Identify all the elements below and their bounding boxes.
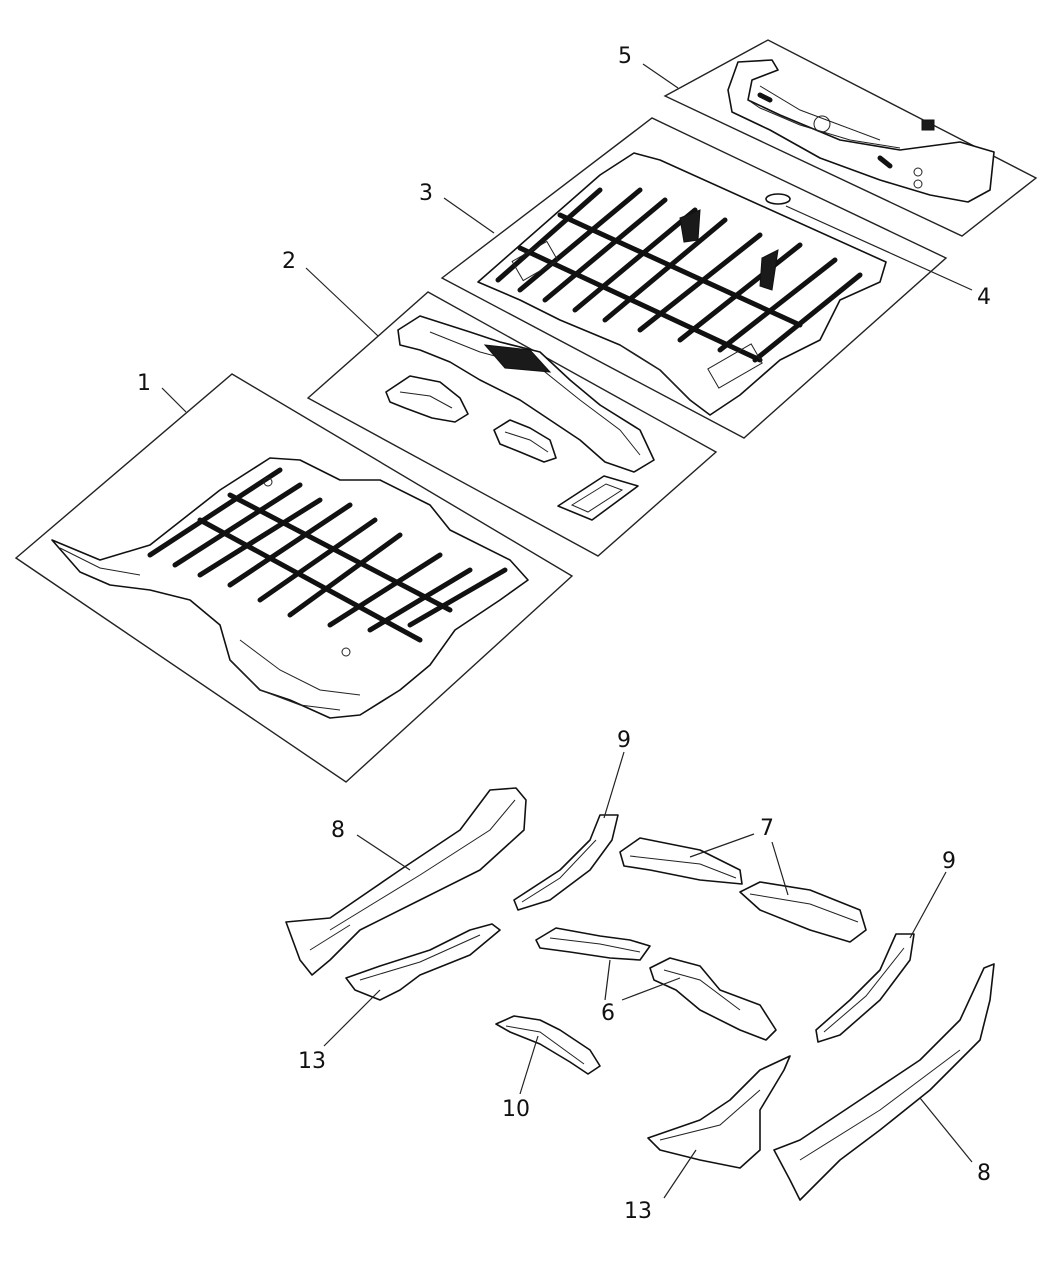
part-bracket-6a [535, 927, 651, 961]
callout-9-left: 9 [617, 728, 631, 753]
part-rear-crossmember [727, 59, 995, 203]
part-bracket-6b [649, 957, 777, 1041]
part-right-rail-9 [815, 933, 915, 1043]
callout-6: 6 [601, 1001, 615, 1026]
part-left-rail-9 [513, 814, 619, 911]
callout-4: 4 [977, 285, 991, 310]
leader-lines [161, 63, 973, 1199]
part-rear-floor-pan [477, 152, 887, 416]
part-front-floor-pan [51, 457, 529, 719]
callout-2: 2 [282, 249, 296, 274]
callout-13-right: 13 [624, 1199, 652, 1224]
part-access-frame [557, 475, 639, 521]
callout-13-left: 13 [298, 1049, 326, 1074]
callout-1: 1 [137, 371, 151, 396]
callout-8-right: 8 [977, 1161, 991, 1186]
part-crossmember-7a [619, 837, 743, 885]
callout-9-right: 9 [942, 849, 956, 874]
part-crossmember-7b [739, 881, 867, 943]
callout-5: 5 [618, 44, 632, 69]
panel-2 [306, 291, 718, 557]
callout-7: 7 [760, 816, 774, 841]
part-center-crossmember [397, 315, 655, 473]
panel-3 [440, 117, 948, 439]
callout-8-left: 8 [331, 818, 345, 843]
panel-5 [663, 39, 1038, 237]
part-left-bracket [385, 375, 469, 423]
panel-1 [14, 373, 574, 783]
callout-10: 10 [502, 1097, 530, 1122]
part-clip [921, 119, 935, 131]
part-right-rail-13 [647, 1055, 791, 1169]
part-left-rail-13 [345, 923, 501, 1001]
callout-3: 3 [419, 181, 433, 206]
part-plug [765, 193, 791, 205]
part-mid-bracket [493, 419, 557, 463]
part-left-sill [285, 787, 527, 976]
part-bracket-10 [495, 1015, 601, 1075]
part-right-sill [773, 963, 995, 1201]
